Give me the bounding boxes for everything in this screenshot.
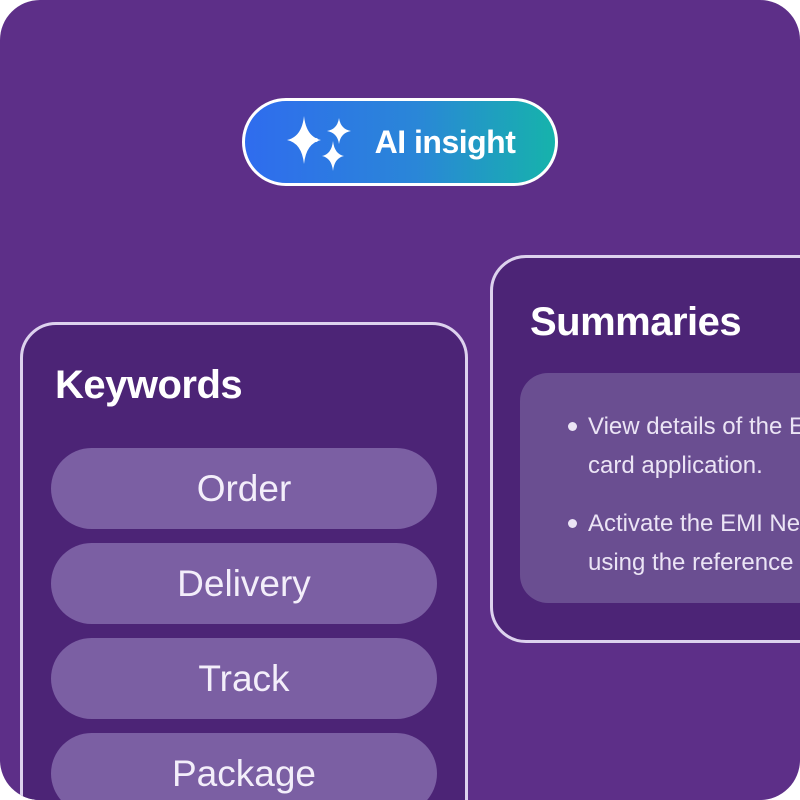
summary-line: using the reference number. [588,549,800,576]
summary-line: card application. [588,452,763,479]
keyword-list: Order Delivery Track Package [51,448,437,800]
summary-box: View details of the EMI Network card app… [520,373,800,603]
sparkles-icon [286,116,351,171]
summary-bullet: View details of the EMI Network card app… [568,407,800,485]
keyword-pill-track[interactable]: Track [51,638,437,719]
bullet-dot [568,422,577,431]
summary-list: View details of the EMI Network card app… [568,407,800,582]
keyword-pill-order[interactable]: Order [51,448,437,529]
ai-insight-label: AI insight [374,123,516,160]
summaries-card: Summaries View details of the EMI Networ… [490,255,800,643]
summary-bullet: Activate the EMI Network card using the … [568,504,800,582]
keyword-pill-delivery[interactable]: Delivery [51,543,437,624]
bullet-dot [568,519,577,528]
keyword-pill-package[interactable]: Package [51,733,437,800]
summary-line: Activate the EMI Network card [588,510,800,537]
keywords-card: Keywords Order Delivery Track Package [20,322,468,800]
keywords-title: Keywords [55,363,243,407]
summaries-title: Summaries [530,300,742,344]
summary-line: View details of the EMI Network [588,413,800,440]
ai-insight-badge[interactable]: AI insight [242,98,558,186]
